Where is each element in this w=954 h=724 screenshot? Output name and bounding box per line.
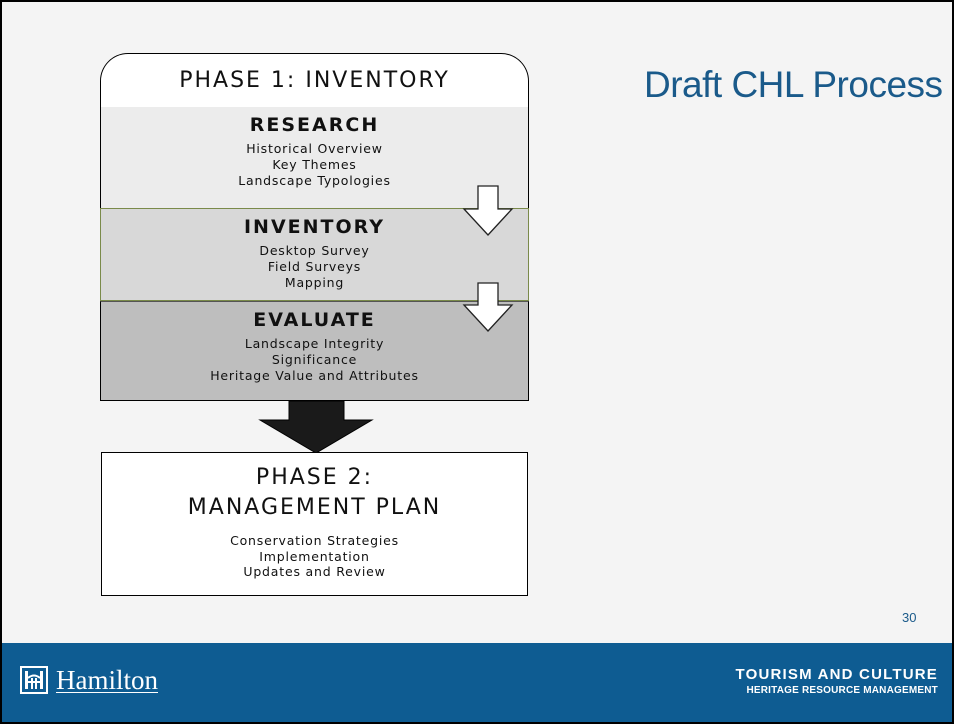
phase2-item: Implementation — [259, 548, 370, 564]
footer-bar: Hamilton TOURISM AND CULTURE HERITAGE RE… — [2, 643, 952, 722]
inventory-heading: INVENTORY — [243, 216, 386, 238]
phase2-title-line1: PHASE 2: — [255, 465, 374, 490]
hamilton-gate-logo-icon — [20, 666, 48, 694]
phase2-box: PHASE 2: MANAGEMENT PLAN Conservation St… — [101, 452, 528, 596]
inventory-item: Desktop Survey — [259, 243, 370, 258]
evaluate-heading: EVALUATE — [253, 309, 376, 331]
down-arrow-icon — [462, 282, 514, 332]
down-arrow-icon — [462, 185, 514, 236]
evaluate-items: Landscape Integrity Significance Heritag… — [101, 336, 528, 384]
department-name: TOURISM AND CULTURE — [735, 666, 938, 683]
department-label: TOURISM AND CULTURE HERITAGE RESOURCE MA… — [735, 666, 938, 696]
phase2-item: Updates and Review — [243, 564, 386, 579]
inventory-item: Mapping — [284, 275, 345, 290]
logo-wordmark: Hamilton — [56, 664, 158, 695]
research-item: Historical Overview — [246, 141, 383, 156]
phase2-item: Conservation Strategies — [230, 533, 399, 548]
research-items: Historical Overview Key Themes Landscape… — [101, 141, 528, 189]
evaluate-item: Significance — [271, 352, 358, 367]
research-section: RESEARCH Historical Overview Key Themes … — [100, 107, 529, 208]
research-heading: RESEARCH — [249, 114, 380, 136]
hamilton-logo: Hamilton — [20, 662, 158, 698]
division-name: HERITAGE RESOURCE MANAGEMENT — [746, 685, 938, 696]
phase2-title: PHASE 2: MANAGEMENT PLAN — [102, 463, 527, 523]
evaluate-section: EVALUATE Landscape Integrity Significanc… — [100, 301, 529, 401]
research-item: Landscape Typologies — [238, 173, 391, 188]
inventory-section: INVENTORY Desktop Survey Field Surveys M… — [100, 208, 529, 301]
phase2-items: Conservation Strategies Implementation U… — [102, 533, 527, 580]
page-number: 30 — [902, 610, 917, 625]
slide-title: Draft CHL Process — [644, 64, 943, 105]
evaluate-item: Heritage Value and Attributes — [210, 368, 419, 383]
phase2-title-line2: MANAGEMENT PLAN — [187, 495, 442, 520]
inventory-item: Field Surveys — [267, 259, 362, 274]
research-item: Key Themes — [272, 157, 357, 172]
phase1-header: PHASE 1: INVENTORY — [100, 53, 529, 107]
big-down-arrow-icon — [258, 400, 374, 454]
evaluate-item: Landscape Integrity — [244, 336, 385, 351]
inventory-items: Desktop Survey Field Surveys Mapping — [101, 243, 528, 291]
